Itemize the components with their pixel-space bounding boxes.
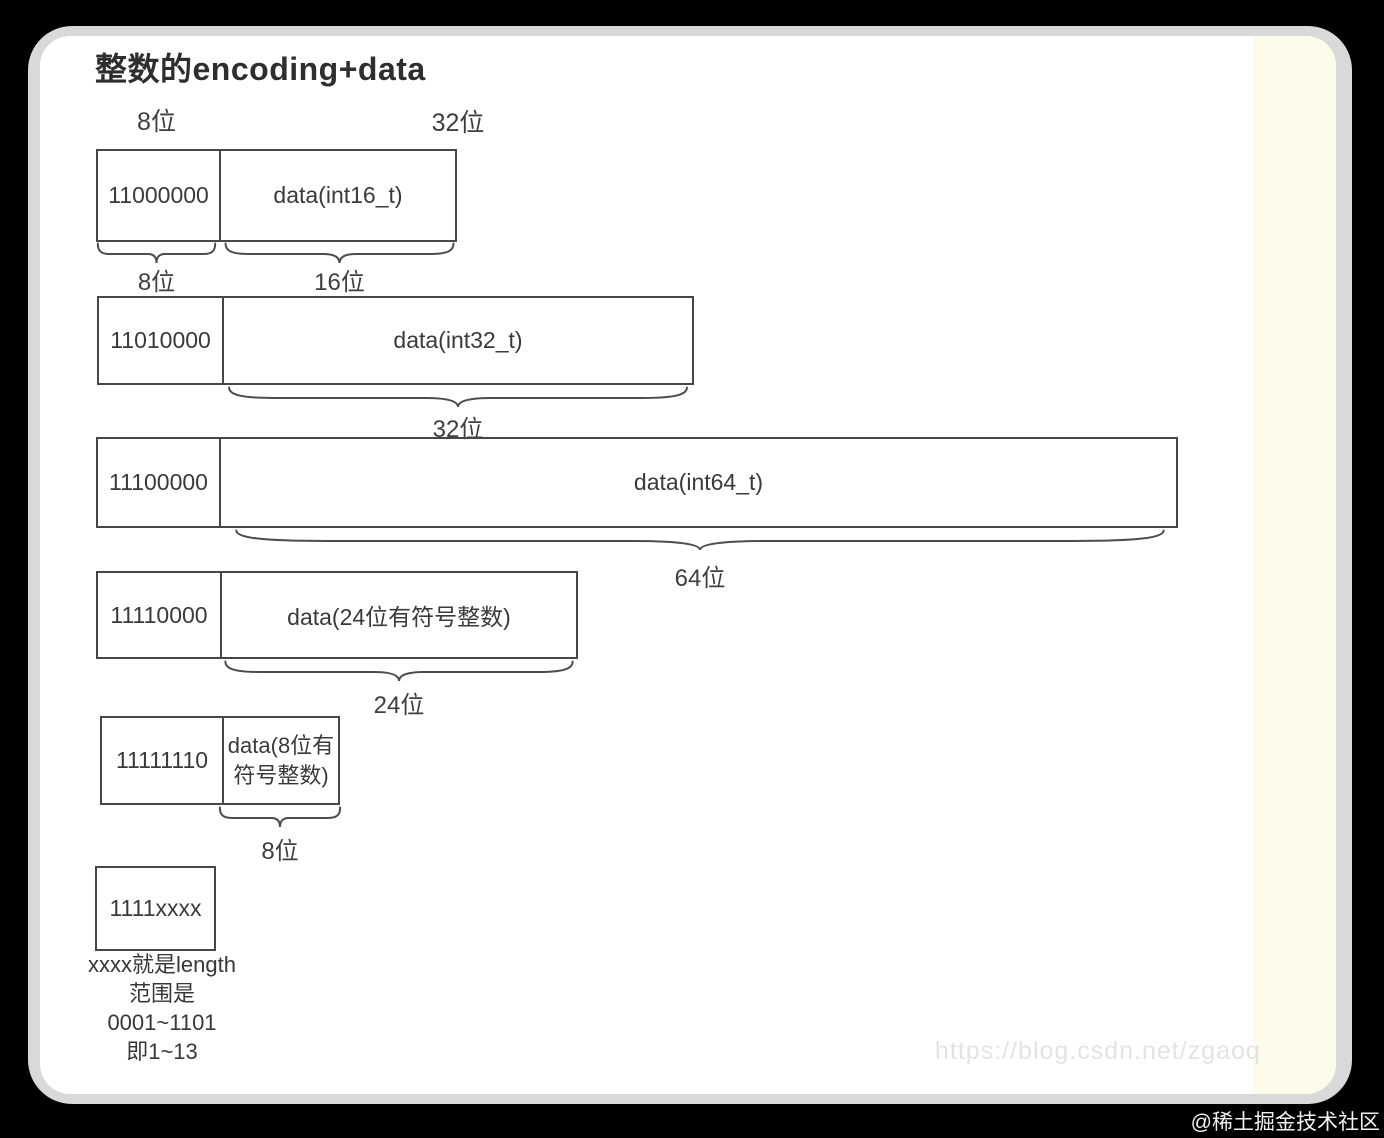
int8-data-line2: 符号整数) [233,762,329,788]
int16-encoding-bits: 11000000 [108,182,209,208]
header-bits-label-right: 32位 [431,109,485,137]
cream-edge-strip [1253,36,1336,1094]
int32-encoding-bits: 11010000 [110,327,211,353]
int8-data-field: data(8位有 符号整数) [222,718,338,803]
int24-data-bits-label: 24位 [373,692,425,719]
int24-data-field: data(24位有符号整数) [220,573,576,657]
int16-encoding-bits-label: 8位 [137,269,176,296]
int24-encoding-bits: 11110000 [110,601,208,628]
int16-data-bits-label: 16位 [314,269,365,296]
underbrace-int32-data [222,387,694,408]
page-title: 整数的encoding+data [95,51,426,87]
community-watermark: @稀土掘金技术社区 [1190,1111,1380,1134]
immediate-encoding-bits: 1111xxxx [109,895,202,921]
int8-data-bits-label: 8位 [261,838,299,865]
int64-encoding-box: 11100000 data(int64_t) [96,437,1178,528]
underbrace-int24-data [220,661,578,682]
header-bits-label-left: 8位 [137,108,176,136]
int8-encoding-bits: 11111110 [115,747,209,773]
underbrace-int16-data [222,243,457,264]
int8-encoding-box: 11111110 data(8位有 符号整数) [100,716,340,805]
immediate-encoding-box: 1111xxxx [95,866,216,951]
underbrace-int8-data [218,806,342,829]
int64-data-field: data(int64_t) [219,439,1176,526]
int32-encoding-box: 11010000 data(int32_t) [97,296,694,385]
underbrace-int64-data [222,530,1178,551]
int24-encoding-box: 11110000 data(24位有符号整数) [96,571,578,659]
int16-encoding-box: 11000000 data(int16_t) [96,149,457,242]
int64-data-bits-label: 64位 [674,565,726,592]
immediate-note-line4: 即1~13 [126,1039,198,1064]
immediate-note-line1: xxxx就是length [88,952,236,977]
blog-url-watermark: https://blog.csdn.net/zgaoq [935,1037,1261,1065]
diagram-card [40,36,1336,1094]
immediate-note-line3: 0001~1101 [107,1010,217,1035]
int16-data-field: data(int16_t) [219,151,455,240]
immediate-note: xxxx就是length 范围是 0001~1101 即1~13 [52,950,272,1066]
underbrace-int16-encoding [96,242,217,265]
int64-encoding-bits: 11100000 [109,469,208,495]
immediate-note-line2: 范围是 [128,981,195,1006]
int8-data-line1: data(8位有 [227,732,335,758]
int32-data-field: data(int32_t) [222,298,692,383]
